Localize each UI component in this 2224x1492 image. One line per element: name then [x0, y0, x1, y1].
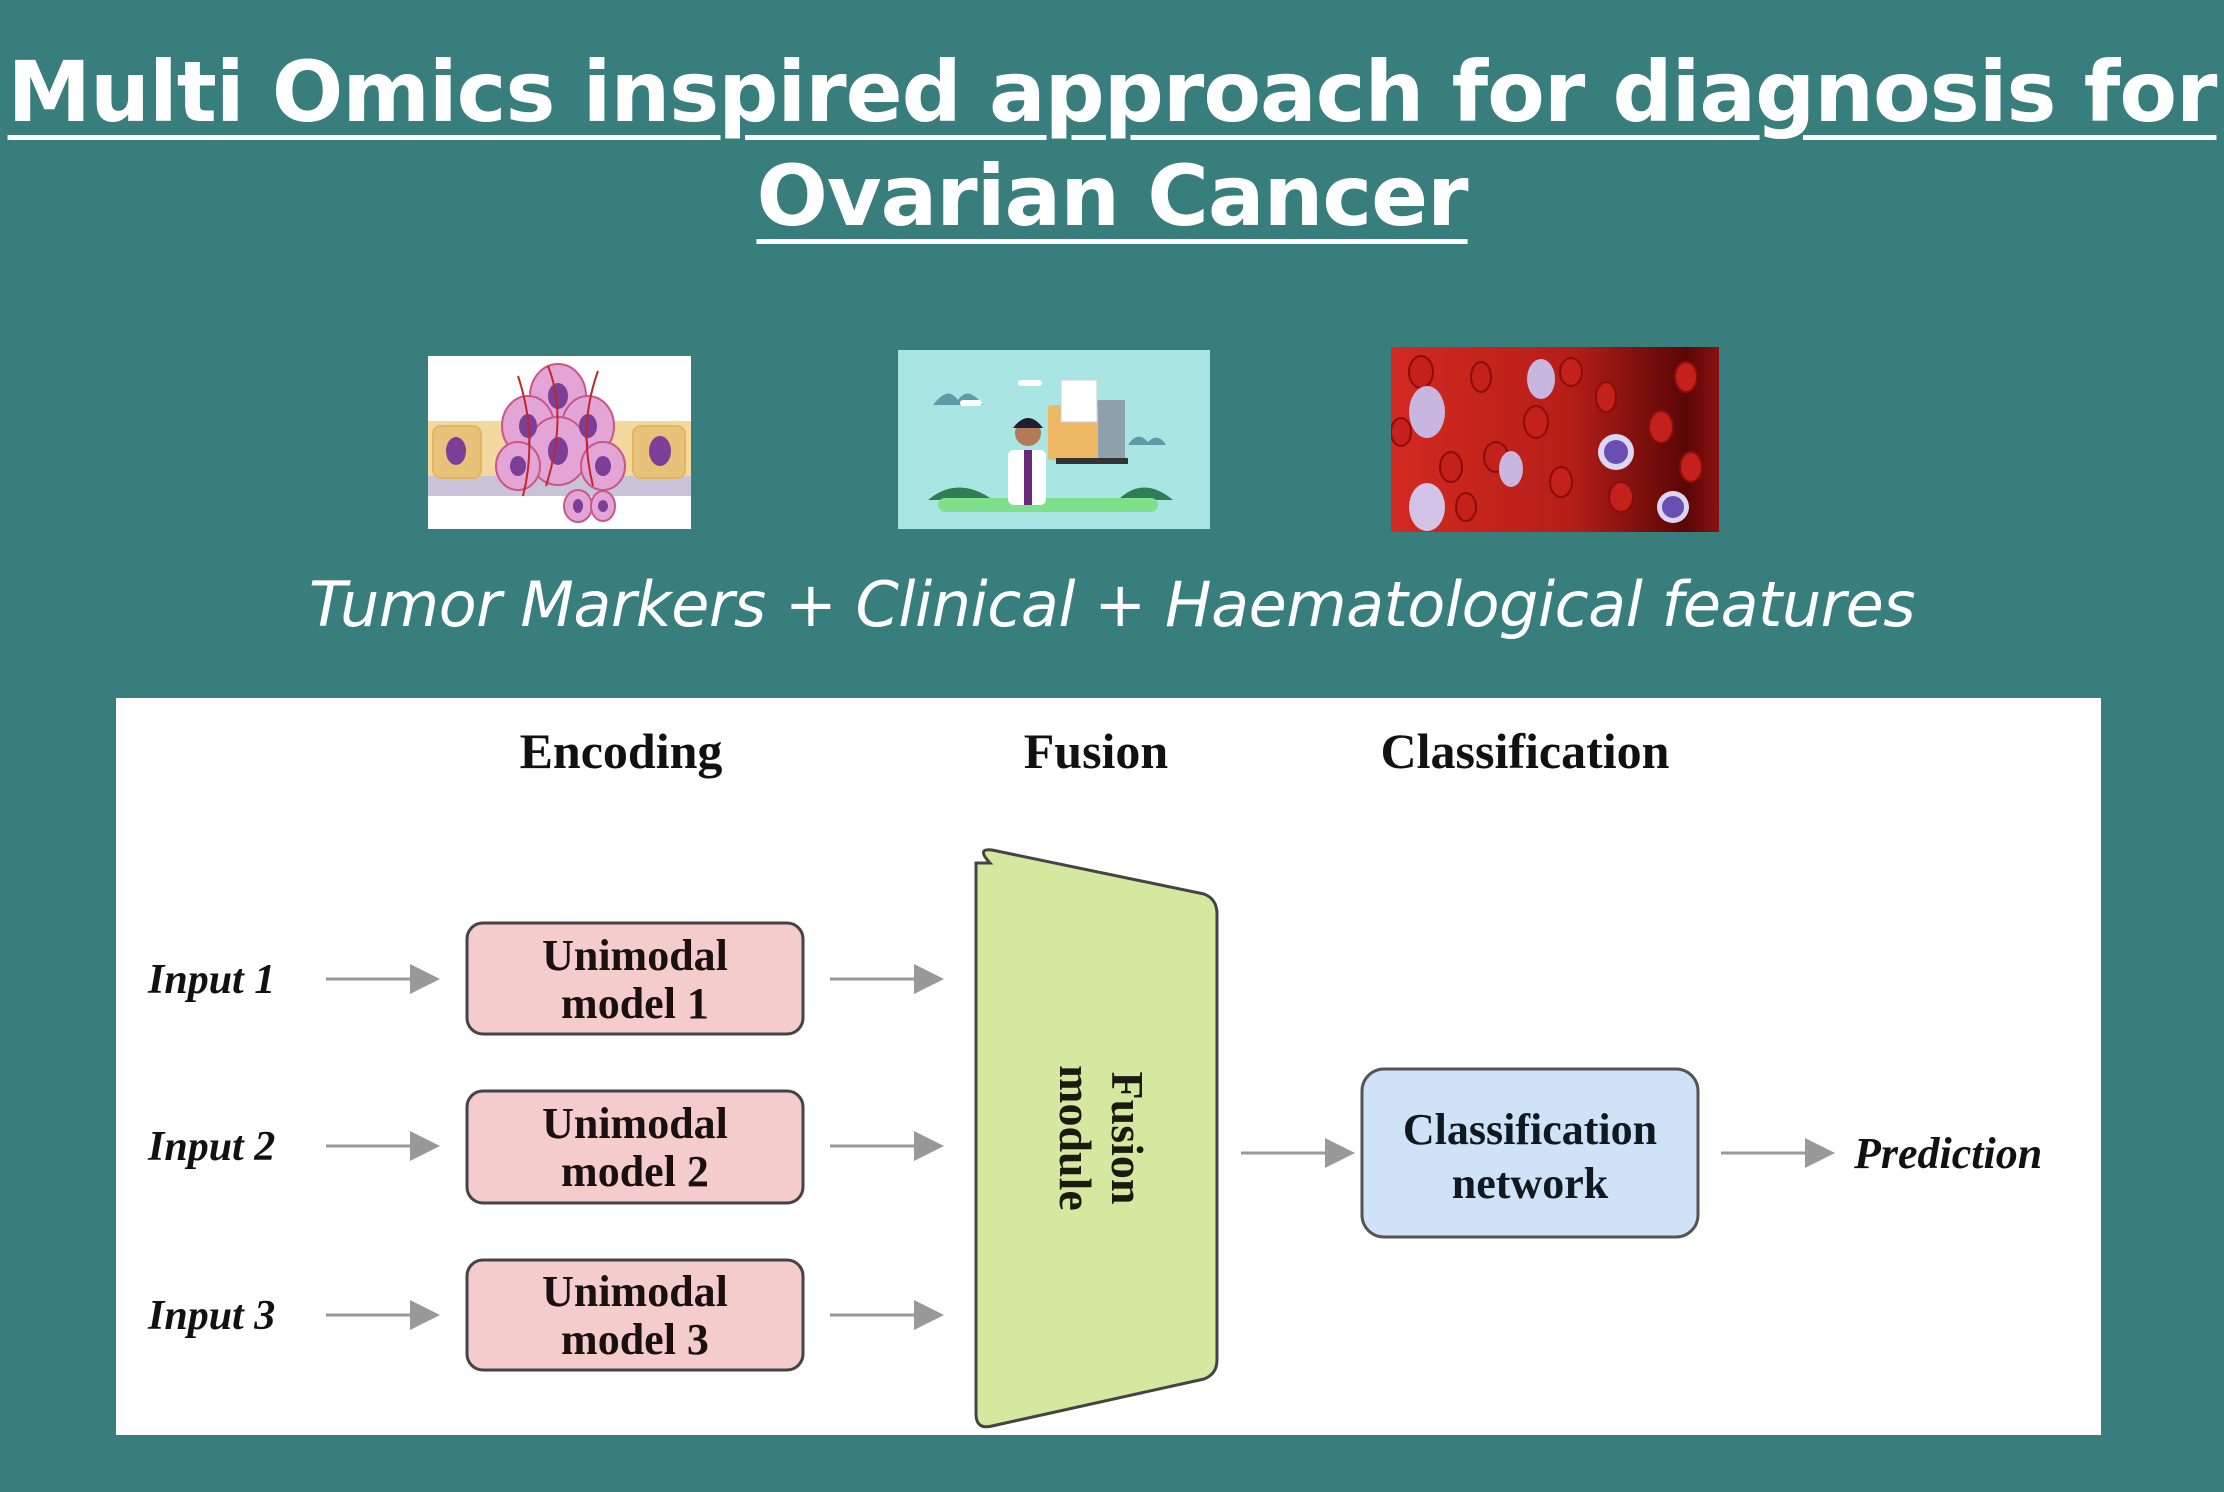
unimodal-model-2: Unimodal model 2 [465, 1089, 805, 1205]
title-line-2: Ovarian Cancer [756, 147, 1468, 245]
header-fusion: Fusion [1024, 723, 1169, 779]
header-classification: Classification [1381, 723, 1670, 779]
title-line-1: Multi Omics inspired approach for diagno… [7, 43, 2218, 141]
unimodal-model-1: Unimodal model 1 [465, 921, 805, 1036]
unimodal-3-line1: Unimodal [542, 1267, 728, 1316]
tumor-cells-image [428, 356, 691, 529]
fusion-module-line2: module [1050, 1065, 1101, 1211]
page-title: Multi Omics inspired approach for diagno… [0, 40, 2224, 248]
input-label-3: Input 3 [147, 1293, 275, 1339]
header-encoding: Encoding [520, 723, 723, 779]
unimodal-2-line2: model 2 [561, 1147, 709, 1196]
feature-summary: Tumor Markers + Clinical + Haematologica… [308, 568, 1916, 641]
unimodal-1-line1: Unimodal [542, 931, 728, 980]
unimodal-3-line2: model 3 [561, 1315, 709, 1364]
classifier-line1: Classification [1403, 1105, 1657, 1154]
input-label-2: Input 2 [147, 1124, 275, 1170]
unimodal-2-line1: Unimodal [542, 1099, 728, 1148]
fusion-module: Fusion module [974, 848, 1219, 1429]
unimodal-1-line2: model 1 [561, 979, 709, 1028]
blood-cells-image [1391, 347, 1719, 532]
clinical-doctor-image [898, 350, 1210, 529]
architecture-diagram: Encoding Fusion Classification Input 1 I… [116, 698, 2101, 1435]
input-label-1: Input 1 [147, 957, 275, 1003]
fusion-module-line1: Fusion [1102, 1072, 1153, 1205]
prediction-label: Prediction [1853, 1129, 2042, 1178]
classifier-line2: network [1452, 1159, 1609, 1208]
classification-network: Classification network [1360, 1067, 1700, 1239]
unimodal-model-3: Unimodal model 3 [465, 1258, 805, 1372]
